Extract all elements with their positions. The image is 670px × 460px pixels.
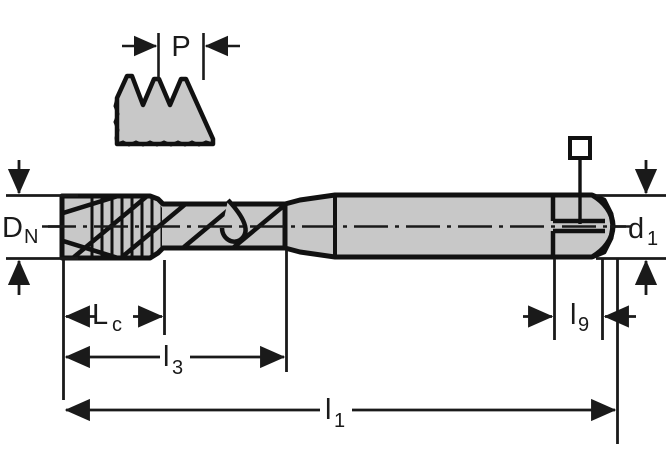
chamfer-lead-lines: [62, 196, 119, 258]
dimension-label-Lc: L: [92, 299, 108, 331]
thread-profile-shape: [114, 73, 216, 147]
dimension-l1-group: l 1: [64, 259, 619, 444]
dimension-label-l9: l: [570, 299, 576, 331]
dimension-sublabel-l1: 1: [334, 410, 345, 432]
dimension-l9-group: l 9: [523, 259, 636, 340]
dimension-sublabel-l9: 9: [578, 314, 589, 336]
dimension-label-l1: l: [325, 394, 331, 426]
profile-break-edge: [116, 140, 214, 147]
dimension-l3-group: l 3: [64, 250, 288, 379]
tap-body-view: [42, 192, 632, 261]
dimension-sublabel-d1: 1: [647, 228, 658, 250]
square-icon: [568, 136, 592, 160]
dimension-DN-group: D N: [2, 160, 78, 295]
profile-left-break-edge: [113, 97, 120, 145]
dimension-sublabel-l3: 3: [172, 357, 183, 379]
thread-profile-detail-view: P: [113, 31, 240, 147]
dimension-label-P: P: [171, 31, 190, 63]
square-shank-symbol-group: [568, 136, 592, 224]
dimension-label-DN: D: [2, 212, 23, 244]
dimension-sublabel-Lc: c: [112, 314, 122, 336]
dimension-d1-group: d 1: [596, 160, 666, 295]
dimension-label-d1: d: [628, 213, 644, 245]
dimension-label-l3: l: [163, 341, 169, 373]
flute-hook-detail: [219, 198, 248, 244]
dimension-Lc-group: L c: [62, 260, 166, 400]
dimension-sublabel-DN: N: [24, 226, 38, 248]
